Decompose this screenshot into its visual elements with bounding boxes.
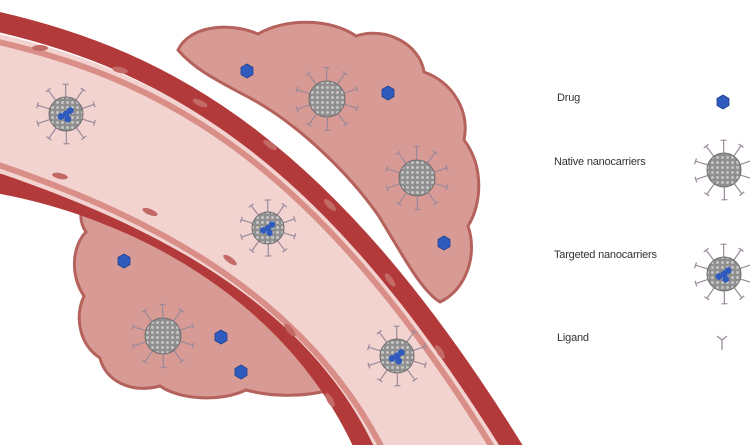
drug-molecule (382, 86, 394, 100)
legend-targeted-label: Targeted nanocarriers (554, 249, 657, 261)
native-nanocarrier-shape (695, 140, 750, 200)
drug-molecule (438, 236, 450, 250)
drug-icon (717, 95, 729, 109)
native-nanocarrier-icon (695, 140, 750, 200)
legend-drug-label: Drug (557, 92, 580, 104)
drug-molecule (235, 365, 247, 379)
drug-molecule (118, 254, 130, 268)
targeted-nanocarrier-shape (695, 244, 750, 304)
drug-molecule (241, 64, 253, 78)
targeted-nanocarrier-icon (695, 244, 750, 304)
legend-native-label: Native nanocarriers (554, 156, 646, 168)
ligand-icon (717, 336, 727, 350)
legend-ligand-label: Ligand (557, 332, 589, 344)
legend-icons (695, 95, 750, 350)
drug-molecule (215, 330, 227, 344)
